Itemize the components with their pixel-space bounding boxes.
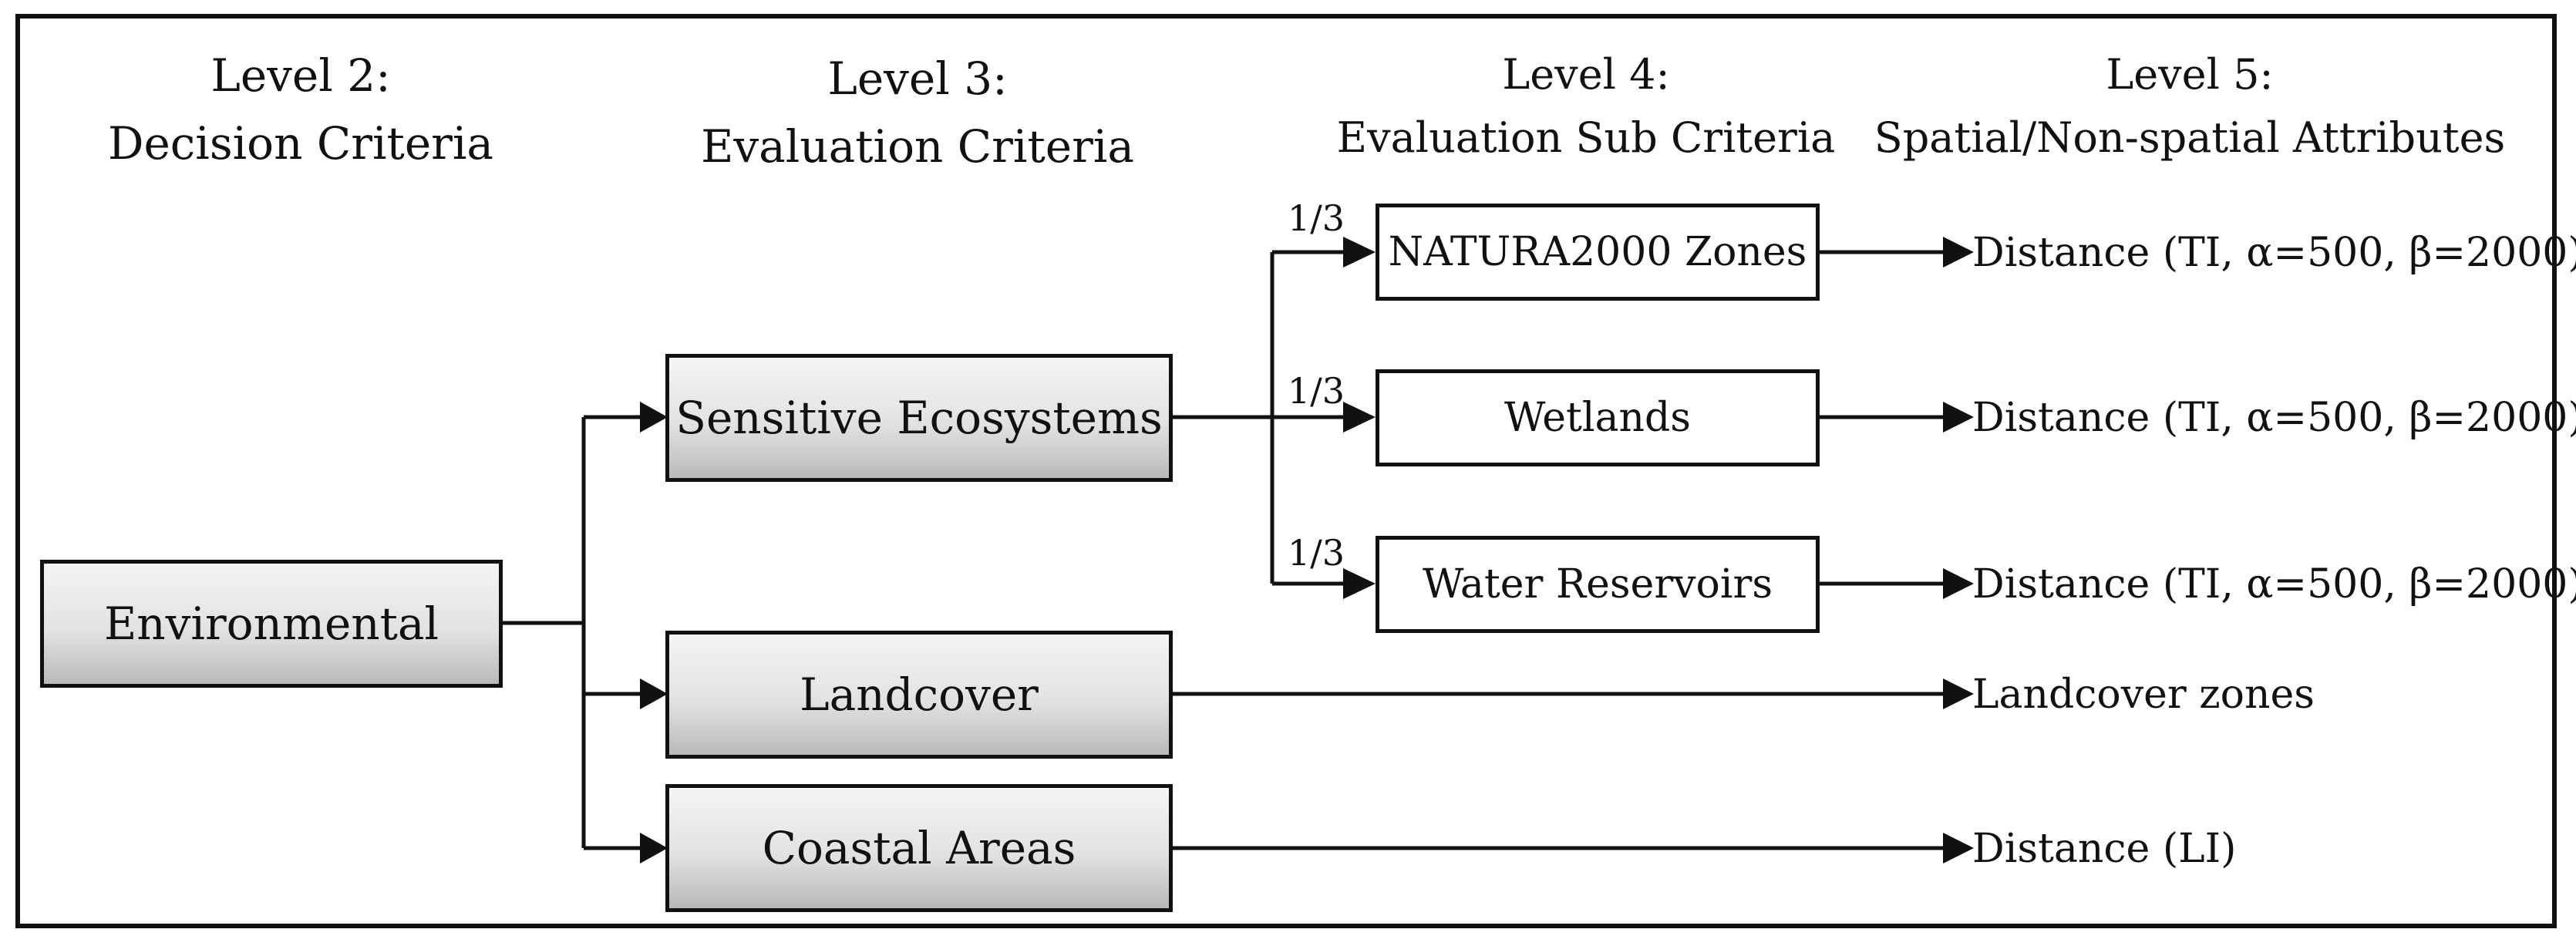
weight-natura2000: 1/3 xyxy=(1288,197,1345,239)
arrowhead-natura xyxy=(1343,237,1376,268)
header-level2: Level 2: Decision Criteria xyxy=(108,42,493,177)
arrowhead-sensitive xyxy=(640,402,668,433)
subcriteria-label: Wetlands xyxy=(1504,395,1691,441)
header-level3-subtitle: Evaluation Criteria xyxy=(701,120,1134,173)
attribute-natura2000: Distance (TI, α=500, β=2000) xyxy=(1972,230,2576,276)
header-level3: Level 3: Evaluation Criteria xyxy=(701,45,1134,180)
arrowhead-attr-wetlands xyxy=(1943,402,1974,433)
weight-wetlands: 1/3 xyxy=(1288,370,1345,412)
evaluation-box-landcover: Landcover xyxy=(665,631,1173,759)
subcriteria-box-water-reservoirs: Water Reservoirs xyxy=(1376,536,1820,633)
decision-label: Environmental xyxy=(103,598,439,650)
header-level2-subtitle: Decision Criteria xyxy=(107,117,494,170)
header-level4-title: Level 4: xyxy=(1502,50,1670,99)
evaluation-label: Sensitive Ecosystems xyxy=(675,392,1163,444)
evaluation-box-sensitive-ecosystems: Sensitive Ecosystems xyxy=(665,354,1173,482)
attribute-wetlands: Distance (TI, α=500, β=2000) xyxy=(1972,395,2576,441)
evaluation-box-coastal-areas: Coastal Areas xyxy=(665,784,1173,912)
arrowhead-wetlands xyxy=(1343,402,1376,433)
attribute-water-reservoirs: Distance (TI, α=500, β=2000) xyxy=(1972,561,2576,608)
header-level5: Level 5: Spatial/Non-spatial Attributes xyxy=(1874,43,2506,170)
arrowhead-landcover xyxy=(640,678,668,709)
arrowhead-attr-reservoirs xyxy=(1943,568,1974,599)
weight-water-reservoirs: 1/3 xyxy=(1288,532,1345,574)
evaluation-label: Landcover xyxy=(800,668,1039,721)
arrowhead-attr-natura xyxy=(1943,237,1974,268)
subcriteria-box-natura2000: NATURA2000 Zones xyxy=(1376,204,1820,301)
arrowhead-attr-coastal xyxy=(1943,833,1974,864)
diagram-frame xyxy=(15,14,2557,928)
header-level3-title: Level 3: xyxy=(827,52,1008,105)
decision-box-environmental: Environmental xyxy=(40,560,503,688)
arrowhead-reservoirs xyxy=(1343,568,1376,599)
header-level5-subtitle: Spatial/Non-spatial Attributes xyxy=(1874,113,2506,162)
arrowhead-attr-landcover xyxy=(1943,678,1974,709)
attribute-landcover: Landcover zones xyxy=(1972,672,2315,718)
header-level4-subtitle: Evaluation Sub Criteria xyxy=(1336,113,1836,162)
header-level5-title: Level 5: xyxy=(2106,50,2274,99)
subcriteria-label: Water Reservoirs xyxy=(1422,561,1773,608)
subcriteria-label: NATURA2000 Zones xyxy=(1388,229,1807,275)
header-level4: Level 4: Evaluation Sub Criteria xyxy=(1337,43,1836,170)
arrowhead-coastal xyxy=(640,833,668,864)
attribute-coastal: Distance (LI) xyxy=(1972,826,2237,872)
subcriteria-box-wetlands: Wetlands xyxy=(1376,369,1820,466)
header-level2-title: Level 2: xyxy=(210,49,391,102)
evaluation-label: Coastal Areas xyxy=(762,822,1076,874)
